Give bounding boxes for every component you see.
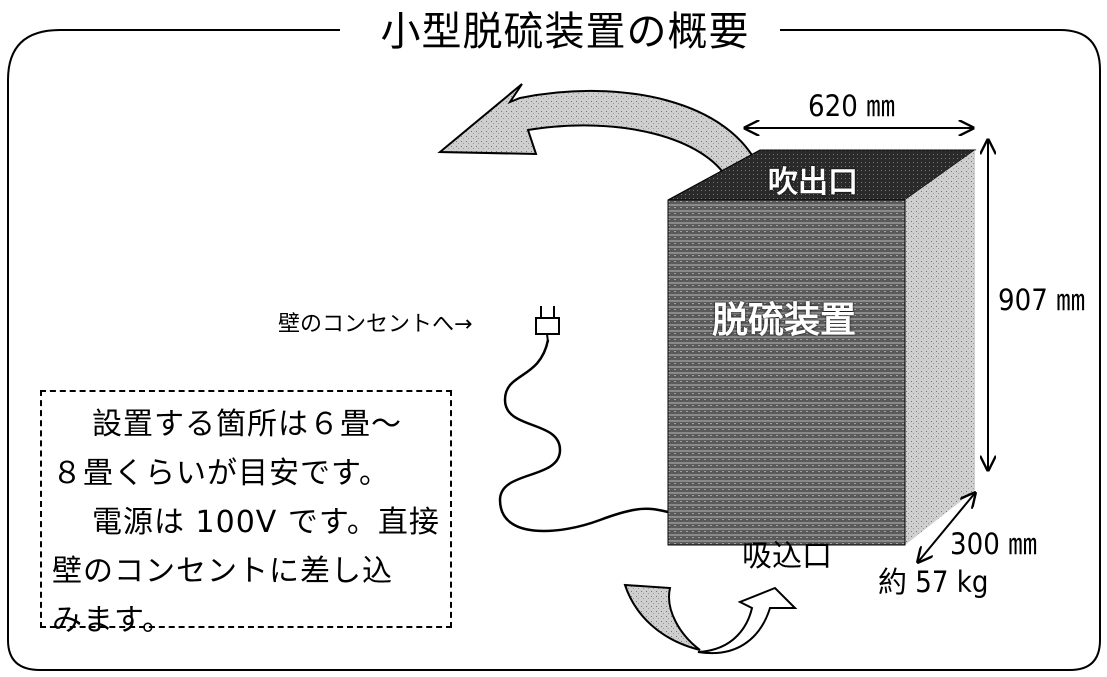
note-line: 電源は 100V です。直接 (92, 505, 440, 540)
height-label: 907 ㎜ (998, 283, 1086, 317)
frame-border (7, 29, 1101, 671)
note-line: 設置する箇所は６畳～ (92, 407, 402, 442)
note-line: ８畳くらいが目安です。 (52, 456, 390, 491)
depth-label: 300 ㎜ (950, 527, 1038, 561)
inlet-label: 吸込口 (742, 539, 832, 574)
plug-label: 壁のコンセントへ→ (278, 312, 473, 337)
weight-label: 約 57 kg (878, 565, 989, 599)
note-line: 壁のコンセントに差し込 (52, 554, 393, 589)
diagram-title: 小型脱硫装置の概要 (350, 6, 780, 58)
installation-note: 設置する箇所は６畳～ ８畳くらいが目安です。 電源は 100V です。直接 壁の… (40, 390, 452, 638)
intake-curve-arrow-right (697, 586, 798, 655)
device-side-face (905, 150, 975, 545)
exhaust-curve-arrow (437, 83, 762, 182)
outlet-label: 吹出口 (768, 165, 858, 200)
width-label: 620 ㎜ (808, 89, 896, 123)
power-cord (498, 339, 669, 533)
device-front-face (667, 199, 906, 546)
depth-dimension-arrow (918, 493, 975, 562)
plug-icon (535, 306, 560, 343)
intake-curve-arrow-left (623, 583, 701, 651)
note-line: みます。 (52, 603, 173, 638)
device-body-label: 脱硫装置 (712, 300, 857, 341)
